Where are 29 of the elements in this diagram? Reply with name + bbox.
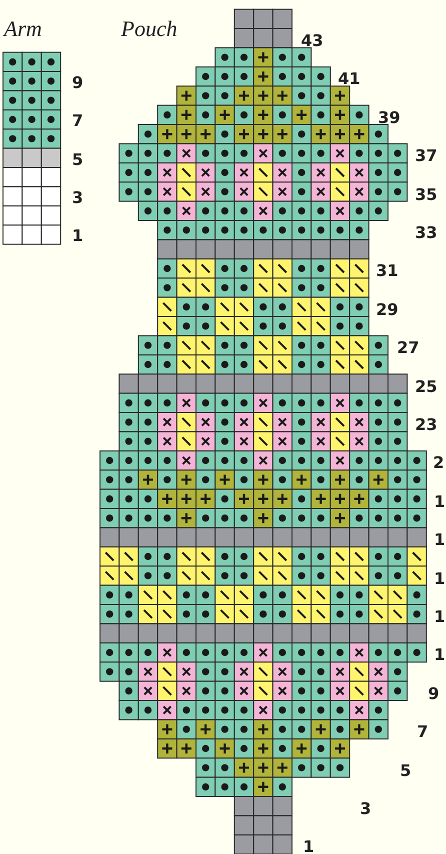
row-number: 43 xyxy=(301,33,324,49)
row-number: 3 xyxy=(72,190,84,206)
row-number: 39 xyxy=(378,110,400,126)
row-number: 25 xyxy=(415,378,438,395)
row-number: 35 xyxy=(415,186,438,203)
row-number: 9 xyxy=(428,686,440,702)
chart-title: Arm xyxy=(4,18,42,40)
row-number: 1 xyxy=(434,609,446,625)
row-number: 7 xyxy=(72,113,84,129)
row-number: 1 xyxy=(434,647,446,664)
row-number: 1 xyxy=(434,532,446,548)
row-number: 29 xyxy=(376,302,398,318)
row-number: 1 xyxy=(72,228,84,244)
row-number: 3 xyxy=(360,801,372,817)
row-number: 23 xyxy=(415,417,438,433)
row-number: 7 xyxy=(417,724,428,740)
row-number: 5 xyxy=(400,762,412,779)
row-number: 37 xyxy=(415,148,438,164)
row-number: 9 xyxy=(72,75,84,91)
row-number: 41 xyxy=(338,71,360,88)
row-number: 1 xyxy=(303,839,314,854)
row-number: 2 xyxy=(433,455,444,472)
row-number: 31 xyxy=(376,263,398,280)
chart-title: Pouch xyxy=(121,18,178,40)
row-number: 5 xyxy=(72,152,84,168)
row-number: 27 xyxy=(397,340,420,356)
row-number: 1 xyxy=(434,494,446,510)
row-number: 33 xyxy=(415,225,438,241)
row-number: 1 xyxy=(434,570,446,587)
